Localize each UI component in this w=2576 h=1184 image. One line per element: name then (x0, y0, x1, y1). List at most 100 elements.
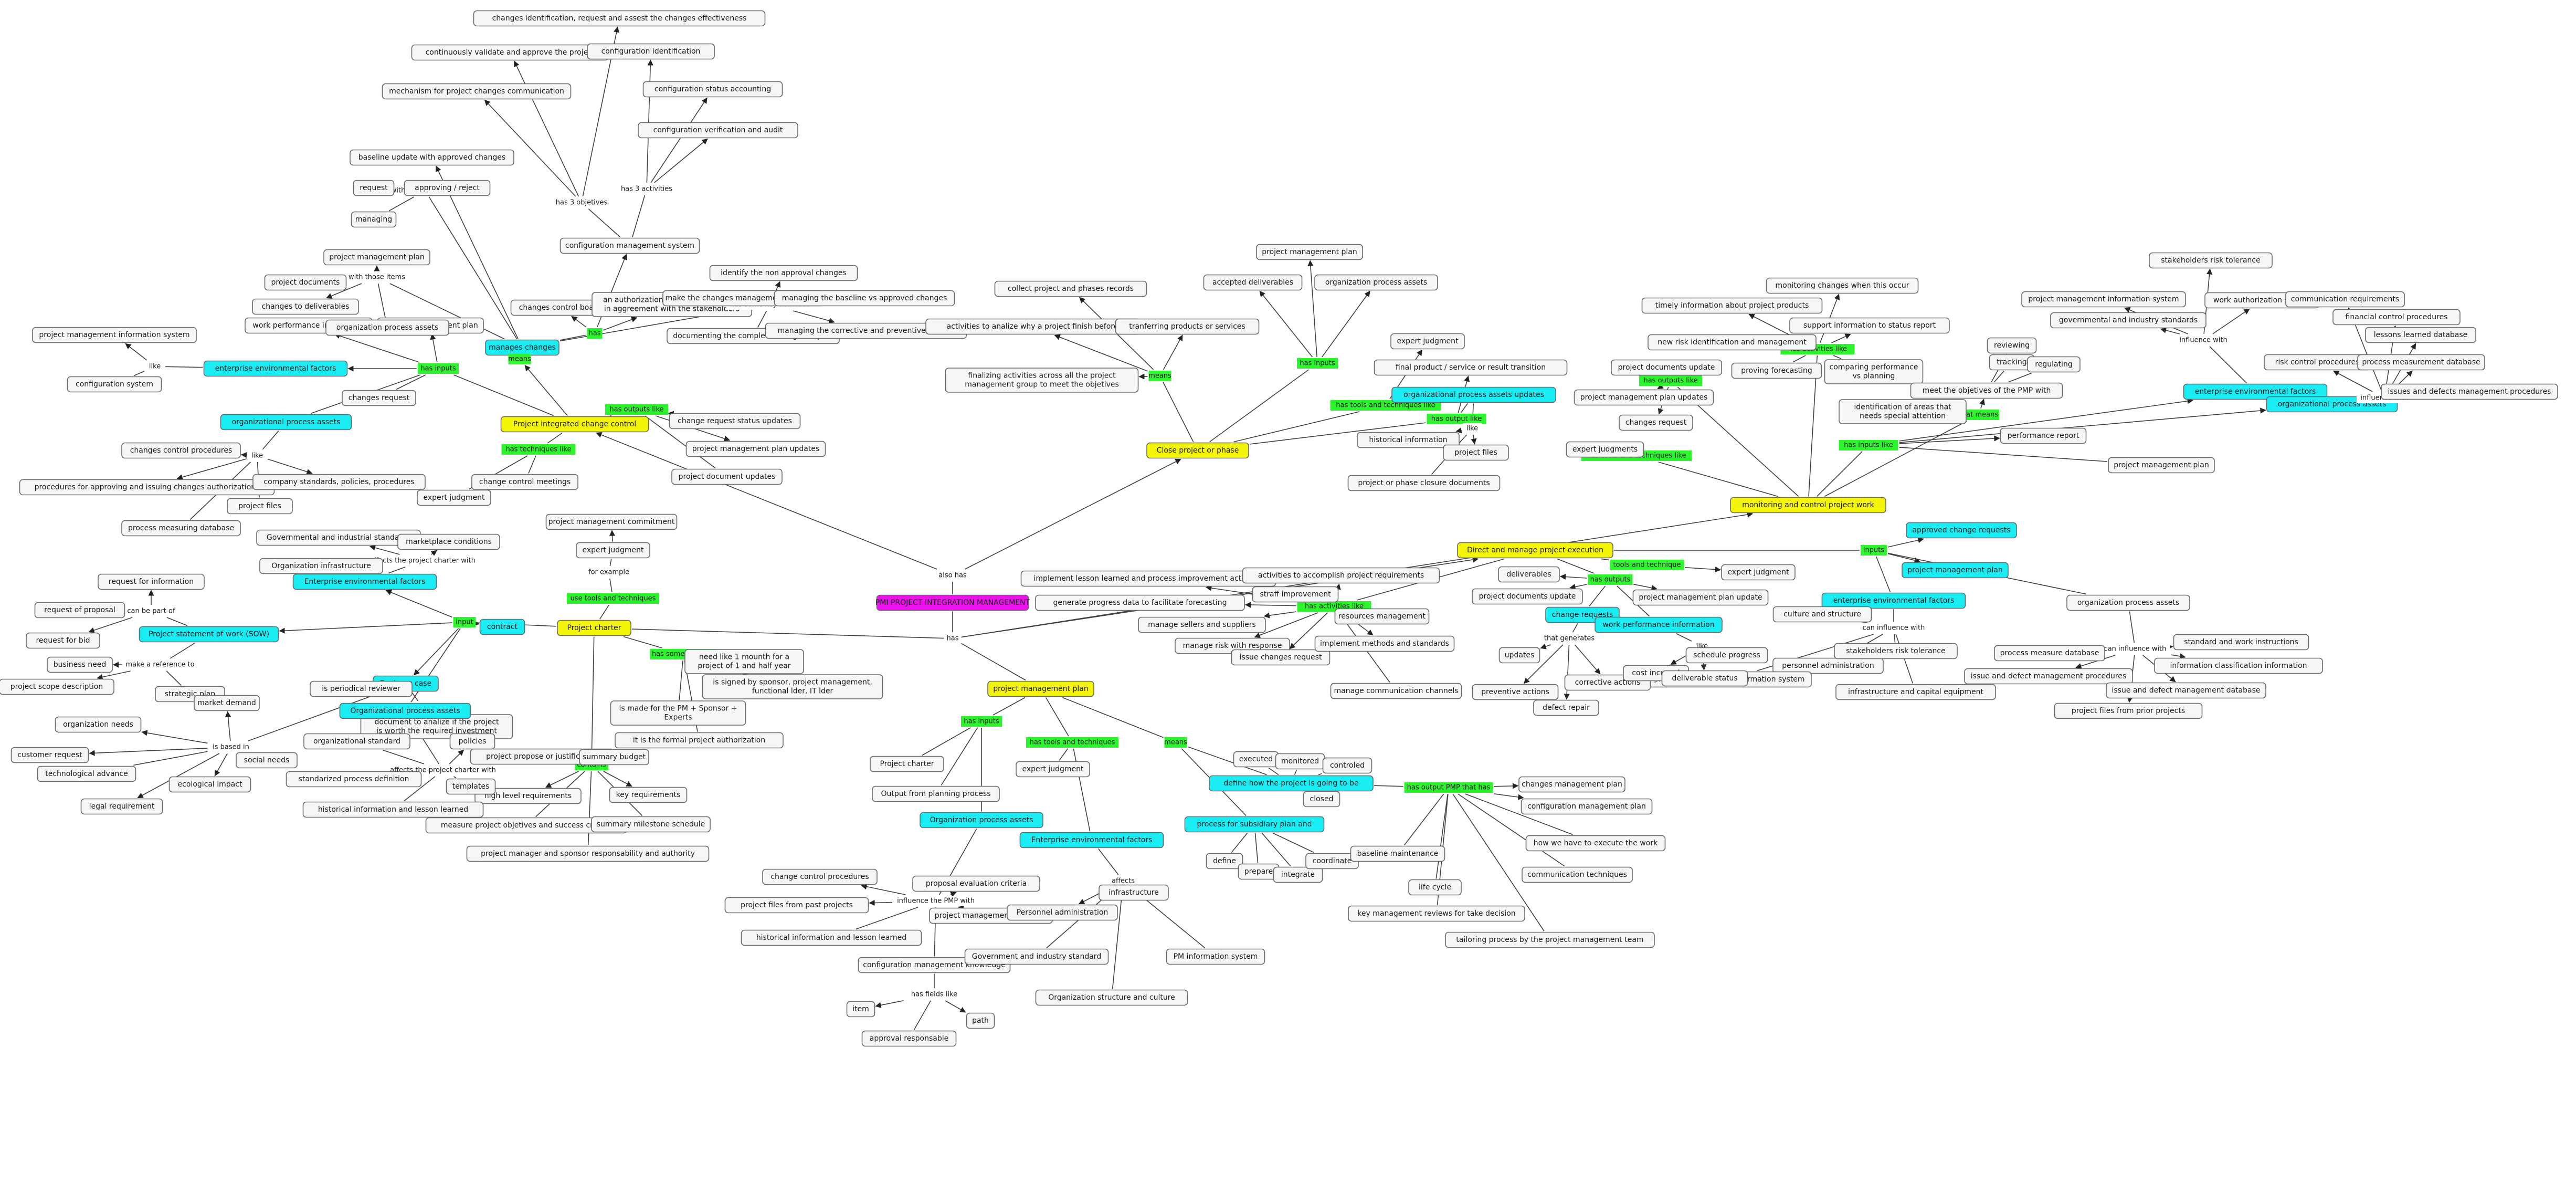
node-pmp-exec[interactable]: executed (1233, 751, 1279, 768)
node-mc-bua[interactable]: baseline update with approved changes (350, 149, 514, 166)
node-cpp-opa[interactable]: organization process assets (1314, 274, 1438, 291)
node-pc-ppj[interactable]: project propose or justification (470, 748, 615, 765)
node-pc-ei[interactable]: ecological impact (168, 776, 251, 793)
node-pc-pm[interactable]: is made for the PM + Sponsor +Experts (610, 700, 746, 726)
node-pc-tmpl[interactable]: templates (446, 778, 496, 795)
node-dmp-pmpu[interactable]: project management plan update (1632, 589, 1769, 606)
node-cpp-opau[interactable]: organizational process assets updates (1391, 386, 1556, 403)
node-mcw-track[interactable]: tracking (1989, 354, 2035, 371)
node-pmp-pec[interactable]: proposal evaluation criteria (912, 875, 1040, 892)
node-pc-md[interactable]: market demand (194, 695, 260, 711)
node-pc-rfi[interactable]: request for information (98, 573, 205, 590)
node-dmp-swi[interactable]: standard and work instructions (2173, 634, 2309, 651)
node-dmp-tools[interactable]: tools and technique (1610, 560, 1684, 570)
node-pmp-mon[interactable]: monitored (1275, 753, 1325, 770)
node-pmp-cmp[interactable]: changes management plan (1518, 776, 1625, 793)
node-pc-contract[interactable]: contract (479, 619, 525, 635)
node-pmp-prep[interactable]: prepare (1238, 863, 1280, 880)
node-dmp-tg[interactable]: that generates (1542, 633, 1597, 644)
node-cpp-hist[interactable]: historical information (1357, 432, 1460, 448)
node-dmp-wpi[interactable]: work performance information (1595, 616, 1723, 633)
node-cpp-like[interactable]: like (1463, 423, 1482, 434)
node-cpp-means[interactable]: means (1148, 371, 1171, 381)
node-mc-opa[interactable]: organization process assets (325, 319, 449, 336)
node-cms-o2[interactable]: continuously validate and approve the pr… (411, 44, 609, 61)
node-dmp-pa[interactable]: personnel administration (1772, 657, 1884, 674)
node-means-mc[interactable]: means (508, 354, 531, 364)
node-has-root[interactable]: has (945, 633, 960, 644)
node-dmp-imst[interactable]: implement methods and standards (1314, 635, 1455, 652)
node-pmp-hfl[interactable]: has fields like (904, 989, 964, 1000)
node-pc-oi[interactable]: Organization infrastructure (259, 558, 383, 574)
node-pic-tools[interactable]: has techniques like (501, 444, 576, 455)
node-pmp-output[interactable]: has output PMP that has (1404, 782, 1493, 793)
node-dmp-dr[interactable]: defect repair (1533, 699, 1599, 716)
node-mc-man[interactable]: managing (351, 211, 397, 228)
node-dmp-acr[interactable]: approved change requests (1906, 522, 2017, 539)
node-pmp-affects[interactable]: affects (1108, 876, 1138, 886)
node-pmp-pmis[interactable]: PM information system (1166, 948, 1265, 965)
node-pic-cfg[interactable]: configuration system (67, 376, 162, 393)
node-dmp-ds[interactable]: deliverable status (1661, 670, 1748, 687)
node-pc-kr[interactable]: key requirements (609, 787, 688, 803)
node-pc-hill[interactable]: historical information and lesson learne… (302, 801, 484, 818)
node-pmp-means[interactable]: means (1164, 737, 1187, 748)
node-cpp-analyze[interactable]: activities to analize why a project fini… (925, 318, 1139, 335)
node-pc-os[interactable]: organizational standard (303, 733, 410, 750)
node-mc-ctd[interactable]: changes to deliverables (252, 298, 359, 315)
node-mcw-newrisk[interactable]: new risk identification and management (1648, 334, 1817, 351)
node-pmp-ccp[interactable]: change control procedures (762, 868, 878, 885)
node-mc-pmp[interactable]: project management plan (323, 249, 430, 266)
node-pc-bn[interactable]: business need (47, 656, 113, 673)
node-cpp-final[interactable]: finalizing activities across all the pro… (945, 368, 1139, 393)
node-mcw-eef[interactable]: enterprise environmental factors (2183, 383, 2328, 400)
node-cpp-collect[interactable]: collect project and phases records (994, 280, 1147, 297)
node-dmp-ciw[interactable]: can influence with (1859, 623, 1929, 633)
node-pc-fe[interactable]: for example (586, 567, 631, 578)
node-pmp-inputs[interactable]: has inputs (961, 716, 1002, 727)
node-pc-eef[interactable]: Enterprise environmental factors (292, 573, 437, 590)
node-pc-ipr[interactable]: is periodical reviewer (310, 680, 413, 697)
node-mcw-comm[interactable]: communication requirements (2285, 291, 2405, 308)
node-cpp-fin[interactable]: final product / service or result transi… (1374, 359, 1568, 376)
node-dmp-opa[interactable]: organization process assets (2066, 594, 2190, 611)
node-pmp-opa[interactable]: Organization process assets (920, 812, 1043, 829)
node-mc-pd[interactable]: project documents (264, 274, 347, 291)
node-pic-pf[interactable]: project files (227, 498, 293, 515)
node-pc-pol[interactable]: policies (449, 733, 495, 750)
node-mcw-pmpu[interactable]: project management plan updates (1574, 389, 1714, 406)
node-mcw-ej[interactable]: expert judgments (1566, 441, 1644, 458)
node-pic-outputs[interactable]: has outputs like (605, 404, 668, 415)
node-pmp[interactable]: project management plan (987, 680, 1094, 697)
node-mcw-support[interactable]: support information to status report (1789, 317, 1950, 334)
node-mc-mba[interactable]: managing the baseline vs approved change… (774, 290, 955, 307)
node-pmp-gis[interactable]: Government and industry standard (964, 948, 1109, 965)
node-pmp-ofp[interactable]: Output from planning process (872, 785, 1000, 802)
node-pmp-ej[interactable]: expert judgment (1016, 761, 1090, 778)
node-pc-mpo[interactable]: measure project objetives and success cr… (425, 817, 628, 834)
node-pmp-ctech[interactable]: communication techniques (1522, 866, 1633, 883)
node-pc-pmc[interactable]: project management commitment (545, 514, 678, 530)
node-pic-crsu[interactable]: change request status updates (669, 413, 801, 429)
node-dmp-msa[interactable]: manage sellers and suppliers (1138, 616, 1266, 633)
node-dmp-icr[interactable]: issue changes request (1231, 649, 1331, 666)
node-dmp-inputs[interactable]: inputs (1861, 545, 1887, 556)
node-pmp-coord[interactable]: coordinate (1305, 853, 1359, 869)
node-dmp-ica[interactable]: information classification information (2154, 657, 2323, 674)
node-pic-ccm[interactable]: change control meetings (471, 474, 578, 490)
node-dmp-pmp[interactable]: project management plan (1902, 562, 2009, 579)
node-mc-wti[interactable]: with those items (345, 272, 408, 282)
node-pic-eef-like[interactable]: like (145, 361, 164, 372)
node-pc-sb[interactable]: summary budget (579, 749, 649, 766)
node-pic-csp[interactable]: company standards, policies, procedures (252, 474, 426, 490)
node-mcw[interactable]: monitoring and control project work (1730, 497, 1886, 514)
node-pic-proc[interactable]: procedures for approving and issuing cha… (19, 479, 275, 496)
node-pc-hlr[interactable]: high level requirements (474, 788, 582, 804)
node-dmp-deliv[interactable]: deliverables (1498, 566, 1560, 583)
node-pc-sow[interactable]: Project statement of work (SOW) (139, 626, 279, 643)
node-dmp-iadd[interactable]: issue and defect management database (2106, 682, 2266, 699)
node-pc-spd[interactable]: standarized process definition (286, 771, 422, 788)
node-root[interactable]: PMI PROJECT INTEGRATION MANAGEMENT (875, 594, 1030, 611)
